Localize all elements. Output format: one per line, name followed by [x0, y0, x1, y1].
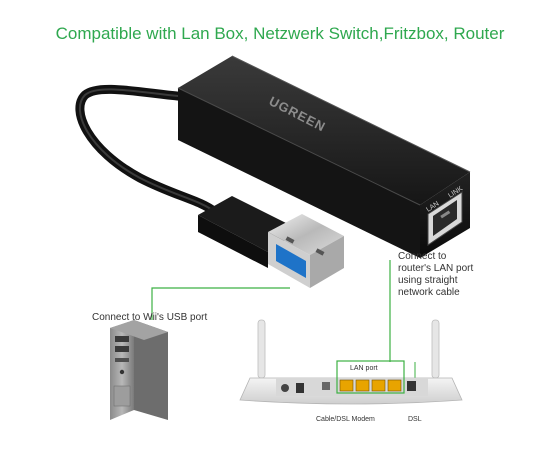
usb-plug	[198, 196, 344, 288]
ethernet-adapter: UGREEN LAN LINK	[177, 55, 471, 258]
lan-callout-line-2: router's LAN port	[398, 263, 474, 274]
lan-callout-line-4: network cable	[398, 287, 460, 298]
adapter-side	[178, 88, 420, 258]
dsl-label: DSL	[408, 416, 422, 423]
headline: Compatible with Lan Box, Netzwerk Switch…	[55, 24, 505, 43]
usb-blue-tongue	[276, 244, 306, 278]
lan-callout: Connect to router's LAN port using strai…	[398, 251, 473, 299]
rj45-port	[427, 191, 463, 246]
adapter-top	[178, 56, 470, 205]
lan-port-highlight	[336, 360, 405, 394]
usb-leader-line	[151, 287, 290, 320]
lan-port-label: LAN port	[350, 365, 378, 372]
usb-callout: Connect to Wii's USB port	[92, 312, 208, 323]
lan-callout-line-1: Connect to	[398, 251, 447, 262]
lan-callout-line-3: using straight	[398, 275, 458, 286]
pc-tower	[110, 320, 168, 420]
modem-label: Cable/DSL Modem	[316, 416, 375, 423]
router	[239, 319, 463, 405]
